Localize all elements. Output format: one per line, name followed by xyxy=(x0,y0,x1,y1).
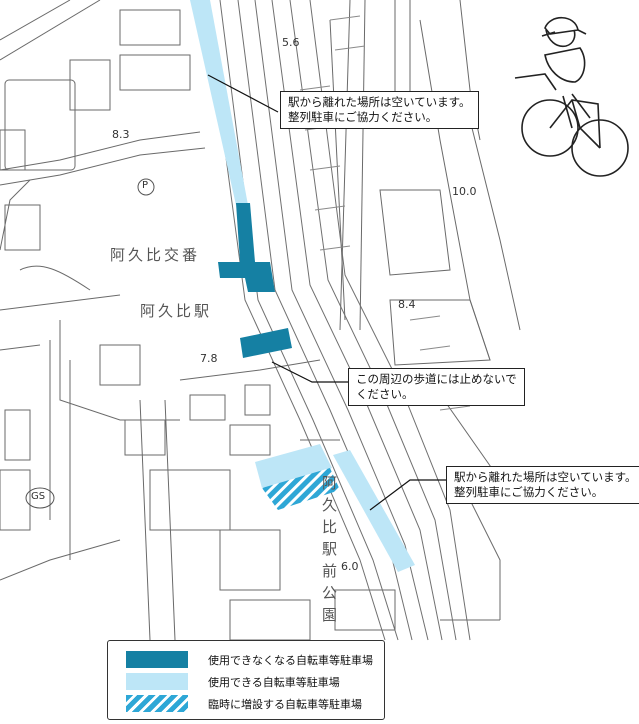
boy-on-bicycle-icon xyxy=(514,16,629,177)
gas-station-mark xyxy=(25,487,55,509)
legend-swatch-temporary xyxy=(126,695,188,712)
legend-swatch-unavailable xyxy=(126,651,188,668)
unavailable-parking-north xyxy=(218,203,275,292)
callout-top-line2: 整列駐車にご協力ください。 xyxy=(288,110,438,124)
police-box-label: 阿久比交番 xyxy=(110,246,201,264)
parking-symbol-label: P xyxy=(142,180,149,191)
legend-label-available: 使用できる自転車等駐車場 xyxy=(208,676,340,689)
callout-middle: この周辺の歩道には止めないで ください。 xyxy=(348,368,525,406)
elevation-label-3: 10.0 xyxy=(452,185,477,198)
railway-ties xyxy=(299,15,471,411)
legend-label-temporary: 臨時に増設する自転車等駐車場 xyxy=(208,698,362,711)
elevation-label-4: 8.4 xyxy=(398,298,416,311)
elevation-label-1: 5.6 xyxy=(282,36,300,49)
available-parking-center xyxy=(255,444,332,488)
elevation-label-2: 8.3 xyxy=(112,128,130,141)
callout-right: 駅から離れた場所は空いています。 整列駐車にご協力ください。 xyxy=(446,466,639,504)
available-parking-south xyxy=(333,450,415,572)
elevation-label-6: 6.0 xyxy=(341,560,359,573)
parking-symbol-circle xyxy=(137,178,155,196)
legend-item-temporary: 臨時に増設する自転車等駐車場 xyxy=(108,695,384,713)
temporary-parking xyxy=(262,468,340,510)
callout-right-line1: 駅から離れた場所は空いています。 xyxy=(454,470,637,484)
callout-top-line1: 駅から離れた場所は空いています。 xyxy=(288,95,471,109)
callout-leaders xyxy=(207,74,447,511)
callout-top: 駅から離れた場所は空いています。 整列駐車にご協力ください。 xyxy=(280,91,479,129)
legend-label-unavailable: 使用できなくなる自転車等駐車場 xyxy=(208,654,373,667)
legend-item-available: 使用できる自転車等駐車場 xyxy=(108,673,384,691)
legend-swatch-available xyxy=(126,673,188,690)
gas-station-label: GS xyxy=(31,491,46,502)
legend-item-unavailable: 使用できなくなる自転車等駐車場 xyxy=(108,651,384,669)
station-label: 阿久比駅 xyxy=(140,302,213,320)
parking-areas xyxy=(190,0,415,572)
elevation-label-5: 7.8 xyxy=(200,352,218,365)
callout-right-line2: 整列駐車にご協力ください。 xyxy=(454,485,604,499)
callout-middle-line2: ください。 xyxy=(356,387,414,401)
available-parking-north xyxy=(190,0,248,205)
legend: 使用できなくなる自転車等駐車場 使用できる自転車等駐車場 臨時に増設する自転車等… xyxy=(107,640,385,720)
unavailable-parking-south xyxy=(240,328,292,358)
park-label: 阿久比駅前公園 xyxy=(322,474,338,624)
callout-middle-line1: この周辺の歩道には止めないで xyxy=(356,372,517,386)
